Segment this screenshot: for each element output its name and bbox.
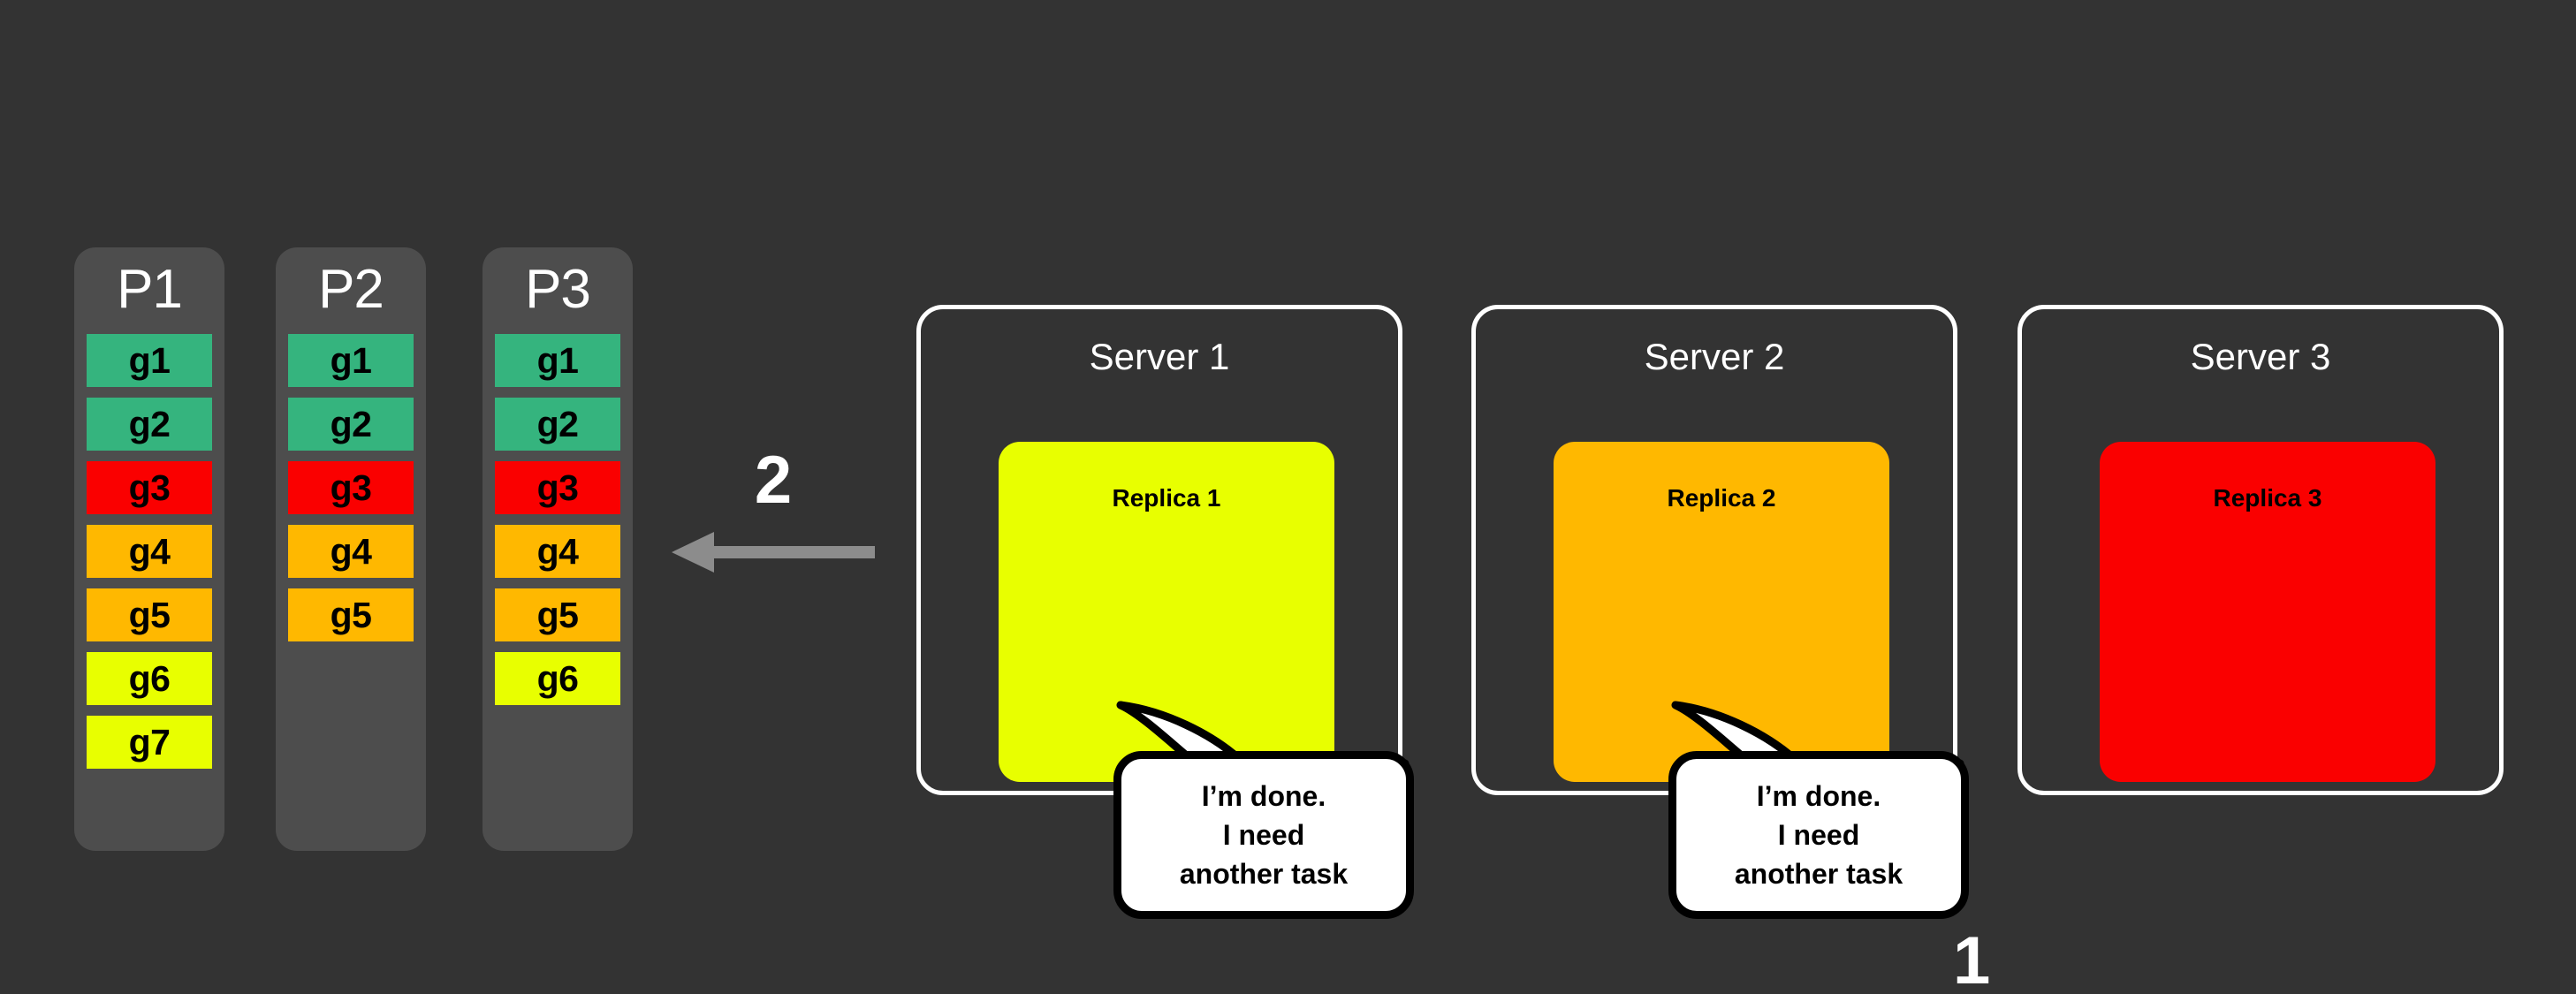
task-block[interactable]: g5 <box>87 588 212 641</box>
step-2-arrow-group: 2 <box>672 442 875 601</box>
replica-box-3[interactable]: Replica 3 <box>2100 442 2435 782</box>
task-block[interactable]: g7 <box>87 716 212 769</box>
task-block[interactable]: g1 <box>495 334 620 387</box>
task-block[interactable]: g1 <box>288 334 414 387</box>
task-block[interactable]: g5 <box>288 588 414 641</box>
task-block[interactable]: g4 <box>288 525 414 578</box>
task-block[interactable]: g3 <box>87 461 212 514</box>
task-block[interactable]: g6 <box>495 652 620 705</box>
server-title: Server 2 <box>1644 336 1785 377</box>
replica-label: Replica 3 <box>2213 484 2322 512</box>
task-block[interactable]: g2 <box>495 398 620 451</box>
partition-column-p3[interactable]: P3 g1 g2 g3 g4 g5 g6 <box>483 247 633 851</box>
partition-title: P1 <box>117 259 183 320</box>
partition-block-list: g1 g2 g3 g4 g5 g6 g7 <box>74 334 224 769</box>
step-1-label: 1 <box>1953 923 1991 994</box>
task-block[interactable]: g3 <box>288 461 414 514</box>
task-block[interactable]: g1 <box>87 334 212 387</box>
speech-bubble-line: another task <box>1734 858 1904 890</box>
partition-column-p2[interactable]: P2 g1 g2 g3 g4 g5 <box>276 247 426 851</box>
left-arrow-icon <box>672 532 875 573</box>
speech-bubble-line: I need <box>1777 819 1860 851</box>
replica-label: Replica 2 <box>1667 484 1776 512</box>
partition-block-list: g1 g2 g3 g4 g5 g6 <box>483 334 633 705</box>
step-2-label: 2 <box>754 443 793 518</box>
task-block[interactable]: g5 <box>495 588 620 641</box>
speech-bubble-line: I’m done. <box>1756 780 1881 812</box>
speech-bubble-1: I’m done. I need another task <box>1113 698 1414 919</box>
task-block[interactable]: g3 <box>495 461 620 514</box>
task-block[interactable]: g2 <box>288 398 414 451</box>
speech-bubble-body: I’m done. I need another task <box>1668 751 1969 919</box>
speech-bubble-body: I’m done. I need another task <box>1113 751 1414 919</box>
task-block[interactable]: g4 <box>87 525 212 578</box>
partition-column-p1[interactable]: P1 g1 g2 g3 g4 g5 g6 g7 <box>74 247 224 851</box>
speech-bubble-2: I’m done. I need another task <box>1668 698 1969 919</box>
speech-bubble-line: I’m done. <box>1201 780 1326 812</box>
partition-block-list: g1 g2 g3 g4 g5 <box>276 334 426 641</box>
task-block[interactable]: g6 <box>87 652 212 705</box>
speech-bubble-line: I need <box>1222 819 1305 851</box>
task-block[interactable]: g4 <box>495 525 620 578</box>
replica-label: Replica 1 <box>1112 484 1221 512</box>
task-block[interactable]: g2 <box>87 398 212 451</box>
partition-title: P2 <box>318 259 384 320</box>
partition-title: P3 <box>525 259 591 320</box>
server-title: Server 3 <box>2190 336 2331 377</box>
speech-bubble-line: another task <box>1179 858 1349 890</box>
server-title: Server 1 <box>1089 336 1230 377</box>
server-box-3[interactable]: Server 3 Replica 3 <box>2017 305 2504 795</box>
